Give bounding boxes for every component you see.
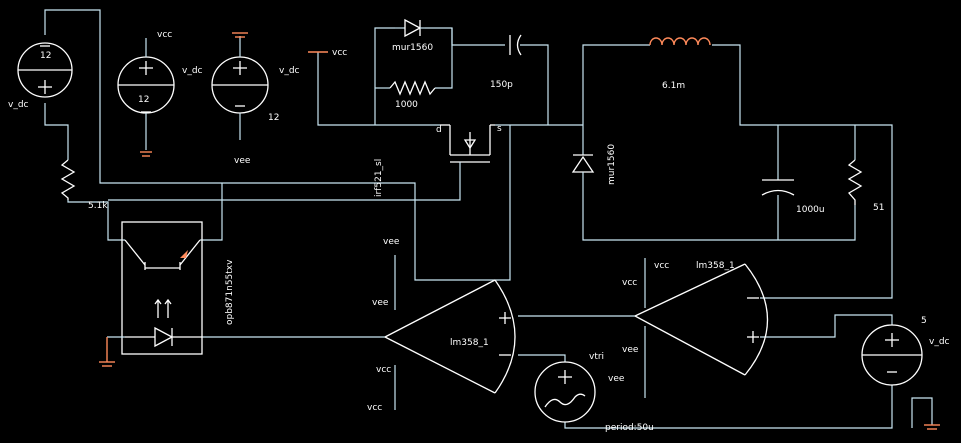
op2-vcc-b: vcc bbox=[622, 278, 637, 288]
inductor-l1[interactable] bbox=[649, 37, 711, 46]
r3-value: 51 bbox=[873, 203, 884, 213]
wire-return bbox=[582, 175, 856, 241]
mos-drain-label: d bbox=[436, 125, 442, 135]
dc-source-4[interactable] bbox=[861, 324, 923, 386]
src2-value: 12 bbox=[138, 95, 149, 105]
wire-r1-bottom bbox=[67, 200, 125, 241]
diode-d1[interactable] bbox=[395, 18, 425, 38]
d2-name: mur1560 bbox=[607, 144, 617, 185]
wire-snubber-r2 bbox=[435, 28, 453, 89]
src3-name: v_dc bbox=[279, 66, 300, 76]
d1-name: mur1560 bbox=[392, 43, 433, 53]
op1-vcc-bot: vcc bbox=[367, 403, 382, 413]
wire-src4-ground bbox=[911, 397, 933, 428]
wire-c1-right bbox=[520, 44, 549, 125]
src4-name: v_dc bbox=[929, 337, 950, 347]
diode-d2[interactable] bbox=[571, 125, 595, 175]
op1-name: lm358_1 bbox=[450, 338, 489, 348]
dc-source-3[interactable] bbox=[211, 36, 269, 140]
vcc-top-label: vcc bbox=[332, 48, 347, 58]
mos-name: irf521_sl bbox=[374, 159, 384, 197]
tri-period: period:50u bbox=[605, 423, 654, 433]
src4-value: 5 bbox=[921, 316, 927, 326]
wire-opto-emitter bbox=[200, 183, 223, 241]
ground-opto bbox=[99, 336, 125, 367]
c1-value: 150p bbox=[490, 80, 513, 90]
capacitor-c1[interactable] bbox=[509, 34, 522, 56]
wire-d1-c1 bbox=[425, 27, 505, 46]
mos-source-label: s bbox=[497, 124, 502, 134]
dc-source-1[interactable] bbox=[17, 42, 73, 98]
ground-src2 bbox=[140, 151, 152, 157]
optocoupler[interactable] bbox=[121, 221, 203, 355]
wire-src1-bottom bbox=[44, 103, 69, 160]
src2-net: vcc bbox=[157, 30, 172, 40]
mosfet-q1[interactable] bbox=[440, 124, 495, 170]
wire-vcc-bus bbox=[317, 52, 375, 126]
wire-tri-bottom bbox=[564, 385, 893, 429]
ground-src4 bbox=[924, 424, 940, 430]
op1-vee-mid: vee bbox=[372, 298, 389, 308]
resistor-r3[interactable] bbox=[847, 159, 863, 205]
op2-vee-a: vee bbox=[622, 345, 639, 355]
opamp-1[interactable] bbox=[384, 279, 516, 394]
r1-value: 5.1k bbox=[88, 201, 108, 211]
ground-src3 bbox=[232, 32, 248, 38]
wire-tri-op1 bbox=[518, 354, 566, 362]
wire-op2-plus bbox=[760, 314, 893, 338]
opto-name: opb871n55txv bbox=[225, 259, 235, 325]
wire-l1-left bbox=[582, 44, 650, 125]
op1-vcc-mid: vcc bbox=[376, 365, 391, 375]
capacitor-c2[interactable] bbox=[761, 179, 795, 196]
src3-net: vee bbox=[234, 156, 251, 166]
l1-value: 6.1m bbox=[662, 81, 685, 91]
op1-vee-top: vee bbox=[383, 237, 400, 247]
dc-source-2[interactable] bbox=[117, 38, 175, 150]
src2-name: v_dc bbox=[182, 66, 203, 76]
tri-name: vtri bbox=[589, 352, 604, 362]
src1-name: v_dc bbox=[8, 100, 29, 110]
src3-value: 12 bbox=[268, 113, 279, 123]
op2-name: lm358_1 bbox=[696, 261, 735, 271]
triangle-source[interactable] bbox=[534, 361, 596, 423]
src1-value: 12 bbox=[40, 51, 51, 61]
wire-opto-feed bbox=[108, 170, 461, 201]
resistor-r1[interactable] bbox=[60, 159, 76, 200]
wires bbox=[44, 9, 933, 429]
r2-value: 1000 bbox=[395, 100, 418, 110]
opamp-2[interactable] bbox=[634, 263, 769, 376]
op2-vcc-a: vcc bbox=[654, 261, 669, 271]
op2-vee-b: vee bbox=[608, 374, 625, 384]
wire-l1-right bbox=[712, 44, 893, 299]
wire-snubber-left bbox=[374, 27, 395, 125]
c2-value: 1000u bbox=[796, 205, 825, 215]
resistor-r2[interactable] bbox=[389, 80, 436, 96]
